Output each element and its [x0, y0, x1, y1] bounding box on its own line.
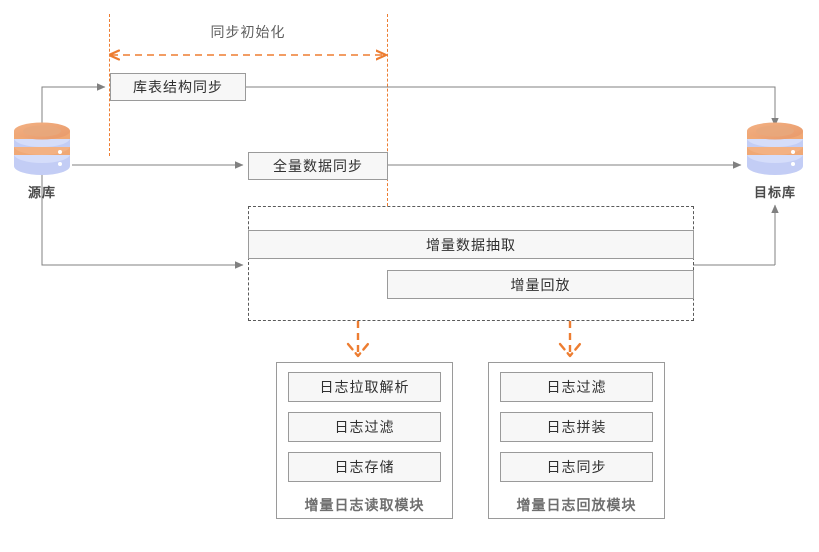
module-item-log-filter-2[interactable]: 日志过滤: [500, 372, 653, 402]
module-title-log-read: 增量日志读取模块: [304, 497, 425, 513]
sync-init-left-guide: [109, 14, 110, 156]
stage-box-incremental-replay[interactable]: 增量回放: [387, 270, 694, 299]
stage-box-full-data-sync[interactable]: 全量数据同步: [248, 152, 388, 180]
source-database-label: 源库: [27, 185, 56, 200]
sync-init-title: 同步初始化: [210, 24, 286, 40]
target-database-label: 目标库: [753, 185, 796, 200]
incremental-region: [248, 206, 694, 321]
module-item-log-sync[interactable]: 日志同步: [500, 452, 653, 482]
stage-box-schema-sync[interactable]: 库表结构同步: [110, 73, 246, 101]
module-title-log-replay: 增量日志回放模块: [516, 497, 637, 513]
stage-box-incremental-extract[interactable]: 增量数据抽取: [248, 230, 694, 259]
module-item-log-assemble[interactable]: 日志拼装: [500, 412, 653, 442]
target-database-icon: [743, 122, 807, 176]
module-item-log-storage[interactable]: 日志存储: [288, 452, 441, 482]
source-database-icon: [10, 122, 74, 176]
module-item-log-pull-parse[interactable]: 日志拉取解析: [288, 372, 441, 402]
module-item-log-filter[interactable]: 日志过滤: [288, 412, 441, 442]
